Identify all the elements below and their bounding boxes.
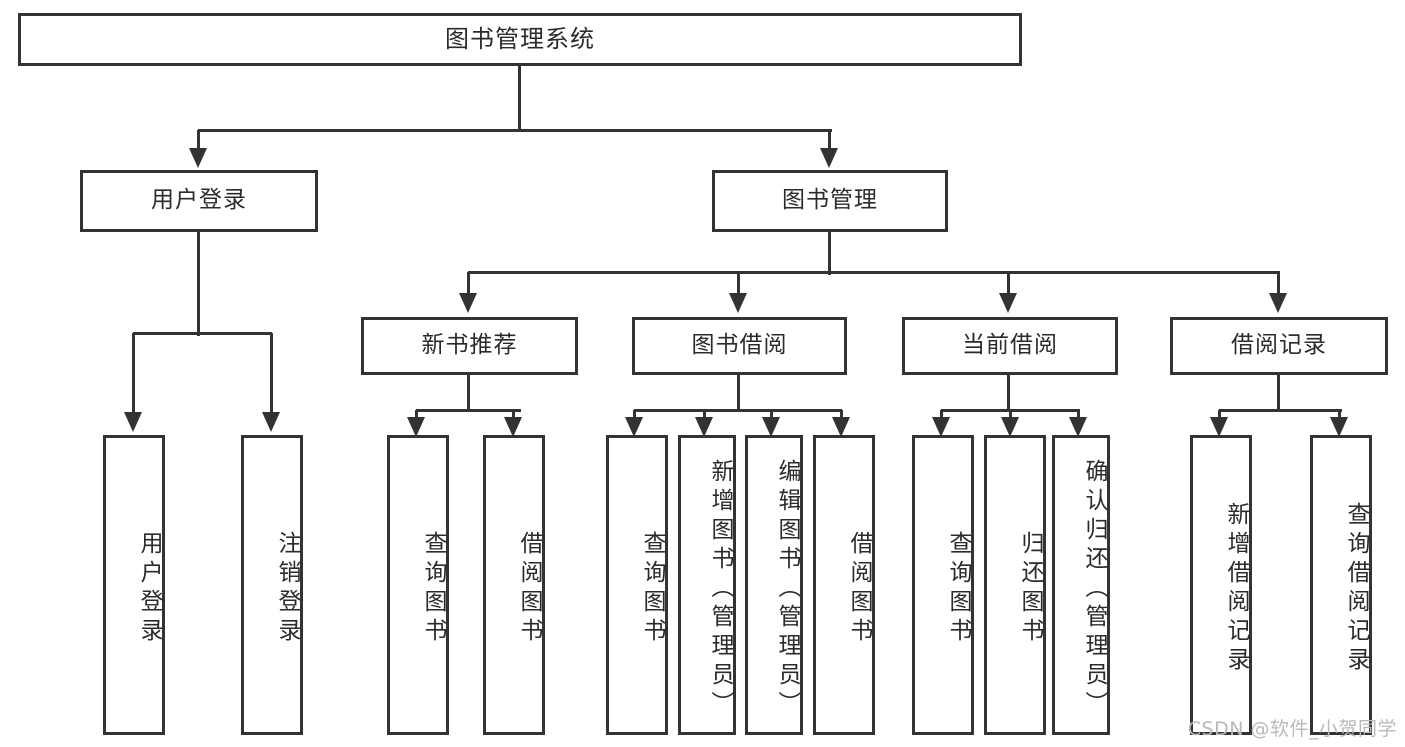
node-leaf-label: 确认归还（管理员） — [1081, 458, 1107, 720]
connector-line-3 — [828, 130, 831, 150]
node-leaf-label: 编辑图书（管理员） — [774, 458, 800, 720]
node-leaf-label: 注销登录 — [274, 531, 300, 647]
node-leaf-label: 查询图书 — [420, 531, 446, 647]
connector-line-23 — [840, 410, 843, 420]
node-leaf-label: 归还图书 — [1017, 531, 1043, 647]
arrowhead-17 — [1210, 417, 1228, 437]
arrowhead-12 — [762, 417, 780, 437]
node-level3-label: 新书推荐 — [421, 332, 518, 359]
node-level3-1[interactable]: 图书借阅 — [632, 317, 847, 375]
arrowhead-0 — [189, 148, 207, 168]
connector-line-24 — [1007, 375, 1010, 411]
node-leaf-7[interactable]: 借阅图书 — [813, 435, 875, 735]
node-level2-0[interactable]: 用户登录 — [80, 170, 318, 232]
node-leaf-12[interactable]: 查询借阅记录 — [1310, 435, 1372, 735]
connector-line-26 — [940, 410, 943, 420]
arrowhead-4 — [459, 293, 477, 313]
connector-line-14 — [467, 375, 470, 411]
connector-line-7 — [270, 333, 273, 413]
arrowhead-14 — [932, 417, 950, 437]
arrowhead-10 — [625, 417, 643, 437]
arrowhead-11 — [695, 417, 713, 437]
connector-line-20 — [633, 410, 636, 420]
node-leaf-9[interactable]: 归还图书 — [984, 435, 1046, 735]
connector-line-31 — [1218, 410, 1221, 420]
connector-line-17 — [512, 410, 515, 420]
connector-line-1 — [198, 129, 832, 132]
connector-line-11 — [737, 272, 740, 294]
arrowhead-13 — [832, 417, 850, 437]
node-leaf-4[interactable]: 查询图书 — [606, 435, 668, 735]
connector-line-5 — [133, 332, 272, 335]
node-level3-3[interactable]: 借阅记录 — [1170, 317, 1388, 375]
arrowhead-18 — [1330, 417, 1348, 437]
arrowhead-9 — [504, 417, 522, 437]
node-leaf-label: 借阅图书 — [846, 531, 872, 647]
connector-line-32 — [1338, 410, 1341, 420]
node-level2-label: 图书管理 — [782, 187, 878, 214]
arrowhead-6 — [999, 293, 1017, 313]
connector-line-2 — [197, 130, 200, 150]
node-level3-label: 图书借阅 — [691, 332, 788, 359]
node-level3-label: 当前借阅 — [962, 332, 1058, 359]
node-leaf-0[interactable]: 用户登录 — [103, 435, 165, 735]
node-leaf-label: 查询借阅记录 — [1343, 502, 1369, 676]
connector-line-0 — [518, 66, 521, 132]
connector-line-8 — [828, 232, 831, 275]
connector-line-10 — [467, 272, 470, 294]
connector-line-6 — [132, 333, 135, 413]
connector-line-9 — [468, 271, 1280, 274]
connector-line-22 — [770, 410, 773, 420]
node-root[interactable]: 图书管理系统 — [18, 13, 1022, 66]
node-leaf-label: 新增图书（管理员） — [707, 458, 733, 720]
node-leaf-10[interactable]: 确认归还（管理员） — [1052, 435, 1110, 735]
node-level2-label: 用户登录 — [151, 187, 247, 214]
arrowhead-1 — [820, 148, 838, 168]
connector-line-18 — [737, 375, 740, 411]
connector-line-21 — [703, 410, 706, 420]
node-level3-0[interactable]: 新书推荐 — [361, 317, 578, 375]
connector-line-16 — [415, 410, 418, 420]
connector-line-30 — [1219, 409, 1342, 412]
connector-line-13 — [1277, 272, 1280, 294]
arrowhead-2 — [124, 412, 142, 432]
connector-line-29 — [1277, 375, 1280, 411]
connector-line-19 — [634, 409, 842, 412]
node-leaf-label: 借阅图书 — [516, 531, 542, 647]
node-leaf-11[interactable]: 新增借阅记录 — [1190, 435, 1252, 735]
arrowhead-5 — [729, 293, 747, 313]
arrowhead-7 — [1269, 293, 1287, 313]
connector-line-15 — [416, 409, 521, 412]
node-leaf-3[interactable]: 借阅图书 — [483, 435, 545, 735]
arrowhead-16 — [1069, 417, 1087, 437]
node-level3-2[interactable]: 当前借阅 — [902, 317, 1118, 375]
connector-line-28 — [1077, 410, 1080, 420]
connector-line-27 — [1009, 410, 1012, 420]
node-leaf-1[interactable]: 注销登录 — [241, 435, 303, 735]
node-leaf-label: 用户登录 — [136, 531, 162, 647]
watermark-text: CSDN @软件_小贺同学 — [1187, 718, 1397, 740]
node-leaf-8[interactable]: 查询图书 — [912, 435, 974, 735]
node-leaf-6[interactable]: 编辑图书（管理员） — [745, 435, 803, 735]
connector-line-4 — [197, 232, 200, 336]
node-level2-1[interactable]: 图书管理 — [712, 170, 948, 232]
arrowhead-8 — [407, 417, 425, 437]
connector-line-12 — [1007, 272, 1010, 294]
node-leaf-5[interactable]: 新增图书（管理员） — [678, 435, 736, 735]
node-leaf-label: 查询图书 — [639, 531, 665, 647]
node-leaf-2[interactable]: 查询图书 — [387, 435, 449, 735]
node-leaf-label: 新增借阅记录 — [1223, 502, 1249, 676]
node-level3-label: 借阅记录 — [1231, 332, 1327, 359]
arrowhead-3 — [262, 412, 280, 432]
arrowhead-15 — [1001, 417, 1019, 437]
node-leaf-label: 查询图书 — [945, 531, 971, 647]
